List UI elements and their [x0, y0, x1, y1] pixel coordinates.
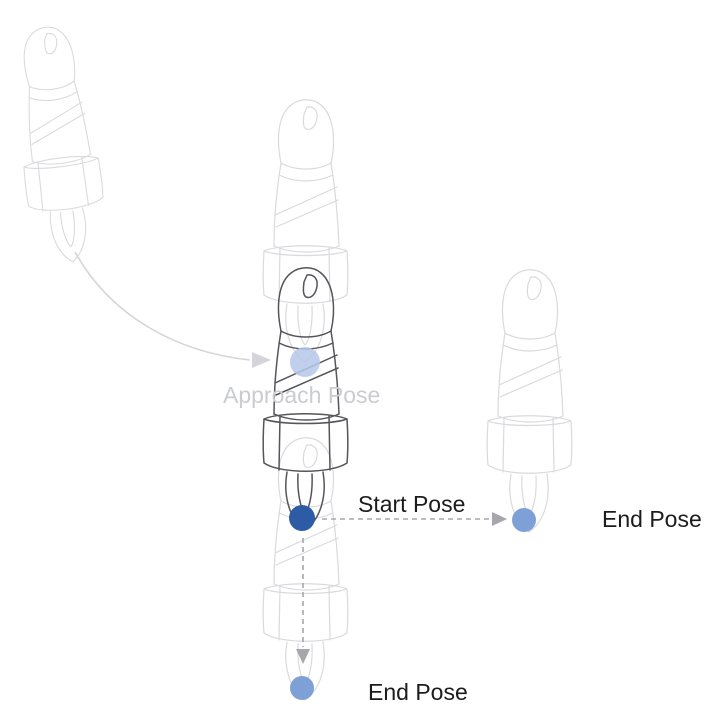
end-pose-right-label: End Pose	[602, 506, 702, 532]
approach-pose-label: Approach Pose	[223, 382, 380, 408]
motion-arrow-down-head-icon	[296, 649, 310, 664]
approach-arrowhead-icon	[252, 352, 271, 368]
start-pose-label: Start Pose	[358, 491, 465, 517]
robot-arm-ghost-retracted	[6, 22, 112, 267]
motion-arrow-right-head-icon	[492, 512, 507, 526]
start-pose-dot	[289, 505, 315, 531]
end-pose-right-dot	[512, 508, 536, 532]
robot-arm-ghost-end-bottom	[262, 437, 349, 701]
robot-arm-ghost-approach	[262, 99, 349, 363]
robot-arm-ghost-end-right	[486, 269, 573, 533]
end-pose-bottom-label: End Pose	[368, 679, 468, 705]
end-pose-bottom-dot	[290, 676, 314, 700]
approach-pose-dot	[290, 347, 320, 377]
approach-trajectory-curve	[74, 251, 251, 361]
